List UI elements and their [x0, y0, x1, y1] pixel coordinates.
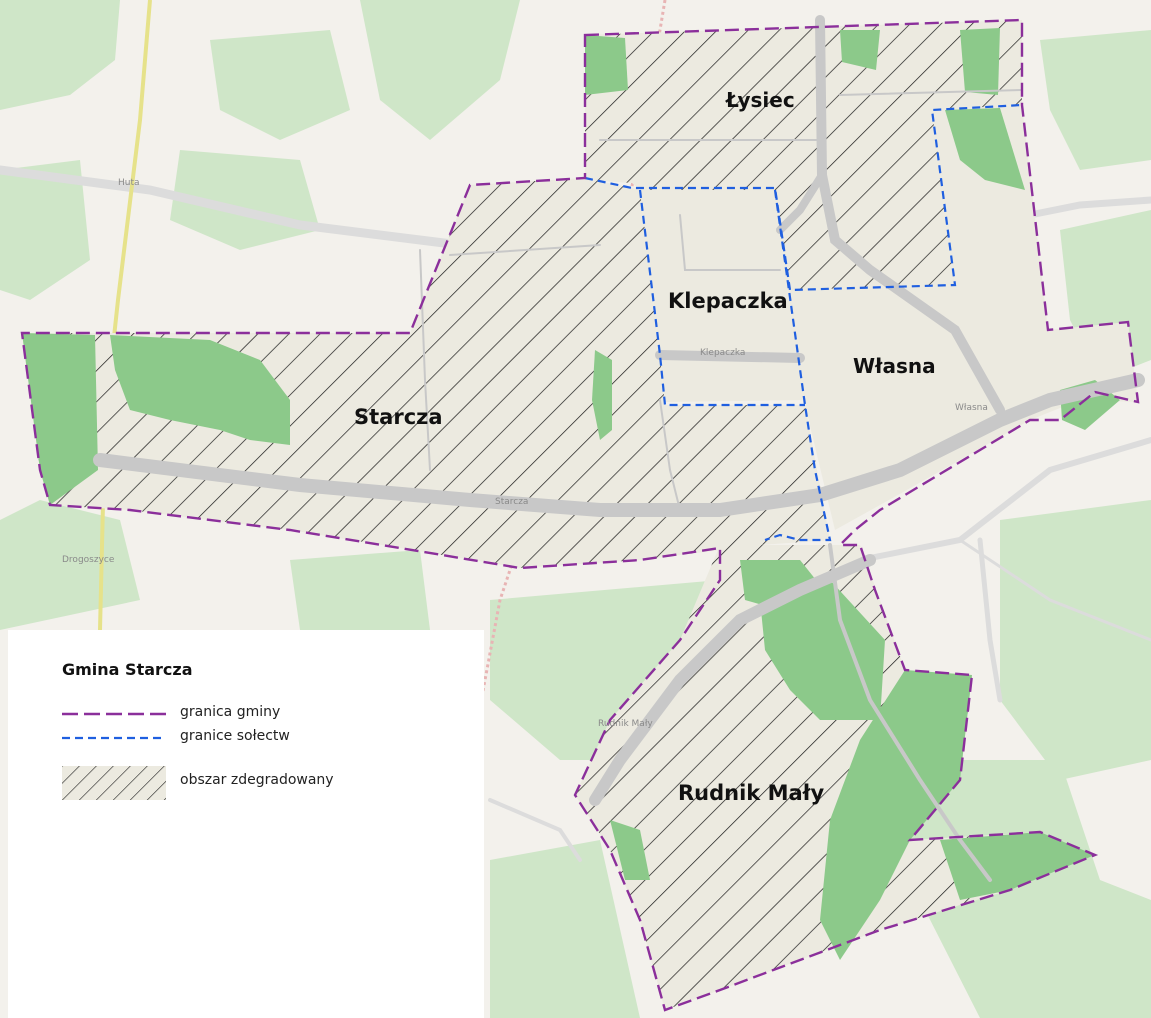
street-label-huta: Huta — [118, 178, 140, 188]
street-label-drogoszyce: Drogoszyce — [62, 555, 115, 565]
legend: Gmina Starcza granica gminy granice sołe… — [8, 630, 484, 1018]
village-label-rudnik: Rudnik Mały — [678, 781, 824, 805]
non-degraded-area — [640, 105, 1138, 530]
village-roads — [93, 15, 1145, 882]
legend-title: Gmina Starcza — [62, 660, 193, 679]
legend-label-degraded: obszar zdegradowany — [180, 772, 334, 788]
legend-symbol-hatched-area — [62, 766, 166, 800]
gmina-boundary — [20, 18, 1140, 1012]
village-label-starcza: Starcza — [354, 405, 443, 429]
forest-patches — [22, 28, 1120, 960]
legend-label-gmina: granica gminy — [180, 704, 281, 720]
street-label-starcza: Starcza — [495, 497, 528, 507]
legend-item-solectwa: granice sołectw — [62, 726, 462, 750]
street-labels: Starcza Klepaczka Własna Rudnik Mały Dro… — [62, 178, 988, 729]
village-label-lysiec: Łysiec — [725, 88, 795, 112]
legend-item-gmina: granica gminy — [62, 702, 462, 726]
background-roads — [0, 165, 1151, 862]
village-label-klepaczka: Klepaczka — [668, 289, 788, 313]
legend-label-solectwa: granice sołectw — [180, 728, 290, 744]
legend-symbol-solectwa-border — [62, 736, 166, 740]
street-label-klepaczka: Klepaczka — [700, 348, 745, 358]
solectwo-boundaries — [584, 103, 1023, 542]
legend-item-degraded: obszar zdegradowany — [62, 766, 462, 802]
village-labels: Łysiec Klepaczka Własna Starcza Rudnik M… — [354, 88, 936, 805]
legend-symbol-gmina-border — [62, 712, 166, 716]
village-label-wlasna: Własna — [853, 354, 936, 378]
street-label-wlasna: Własna — [955, 403, 988, 413]
street-label-rudnik: Rudnik Mały — [598, 719, 653, 729]
